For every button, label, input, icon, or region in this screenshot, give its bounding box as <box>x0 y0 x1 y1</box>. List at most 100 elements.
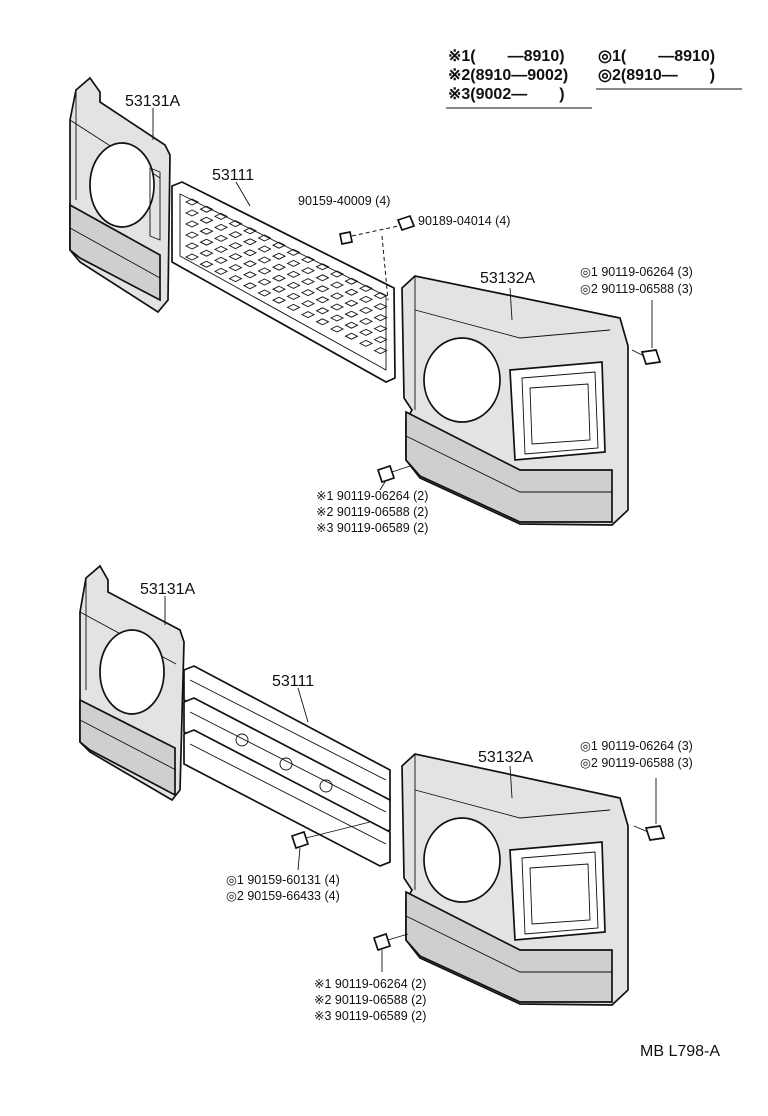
grille-mesh-cell <box>286 281 301 289</box>
label-grille-top: 53111 <box>212 167 254 184</box>
label-nut-a: 90189-04014 (4) <box>418 214 510 228</box>
grille-mesh-cell <box>358 317 374 325</box>
label-screw-right-2-top: ◎2 90119-06588 (3) <box>580 282 693 296</box>
screw-bottom-bottom <box>372 932 409 972</box>
grille-mesh-cell <box>286 259 301 267</box>
grille-mesh-cell <box>329 303 345 311</box>
left-headlamp-housing-top <box>69 76 171 314</box>
grille-mesh-cell <box>286 270 301 278</box>
grille-mesh-cell <box>199 216 214 224</box>
grille-mesh-cell <box>373 336 388 344</box>
label-bolt-1-bottom: ◎1 90159-60131 (4) <box>226 873 340 887</box>
grille-mesh-cell <box>344 332 359 340</box>
grille-mesh-cell <box>373 292 388 300</box>
grille-mesh-cell <box>257 278 272 286</box>
grille-mesh-cell <box>257 267 272 275</box>
grille-mesh-cell <box>373 325 388 333</box>
grille-mesh-cell <box>242 260 258 268</box>
label-screw-bottom-1-top: ※1 90119-06264 (2) <box>316 489 428 503</box>
label-screw-bottom-2-bottom: ※2 90119-06588 (2) <box>314 993 426 1007</box>
label-screw-bottom-2-top: ※2 90119-06588 (2) <box>316 505 428 519</box>
grille-mesh-cell <box>242 271 258 279</box>
grille-mesh-cell <box>286 303 301 311</box>
grille-mesh-cell <box>213 234 229 242</box>
grille-mesh-cell <box>344 310 359 318</box>
grille-mesh-cell <box>373 303 388 311</box>
grille-mesh-cell <box>300 256 316 264</box>
grille-mesh-cell <box>184 209 200 217</box>
grille-mesh-cell <box>213 267 229 275</box>
grille-mesh-cell <box>344 299 359 307</box>
grille-mesh-cell <box>358 306 374 314</box>
grille-mesh-cell <box>184 231 200 239</box>
grille-mesh-cell <box>257 289 272 297</box>
grille-slats-bottom <box>183 665 391 867</box>
grille-mesh-cell <box>358 284 374 292</box>
bolt-top-grille <box>338 225 399 301</box>
bolt-grille-bottom <box>290 821 371 871</box>
grille-mesh-cell <box>242 282 258 290</box>
leaders-top <box>152 108 513 321</box>
grille-mesh-cell <box>271 241 287 249</box>
grille-mesh-cell <box>228 231 243 239</box>
grille-mesh-cell <box>257 245 272 253</box>
label-screw-right-1-bottom: ◎1 90119-06264 (3) <box>580 739 693 753</box>
grille-mesh-cell <box>242 249 258 257</box>
grille-mesh-cell <box>373 314 388 322</box>
grille-mesh-cell <box>329 325 345 333</box>
grille-mesh-cell <box>271 274 287 282</box>
label-right-housing-bottom: 53132A <box>478 749 533 766</box>
label-grille-bottom: 53111 <box>272 673 314 690</box>
grille-mesh-cell <box>300 289 316 297</box>
grille-mesh-cell <box>358 295 374 303</box>
left-headlamp-housing-bottom <box>79 564 185 802</box>
grille-mesh-cell <box>213 245 229 253</box>
grille-mesh-cell <box>242 238 258 246</box>
label-bolt-2-bottom: ◎2 90159-66433 (4) <box>226 889 340 903</box>
grille-mesh-cell <box>213 256 229 264</box>
grille-mesh-cell <box>199 238 214 246</box>
label-screw-bottom-3-bottom: ※3 90119-06589 (2) <box>314 1009 426 1023</box>
grille-mesh-cell <box>329 270 345 278</box>
label-left-housing-bottom: 53131A <box>140 581 195 598</box>
grille-mesh-cell <box>315 263 330 271</box>
grille-mesh-cell <box>184 242 200 250</box>
grille-mesh-pattern-top <box>184 198 388 355</box>
grille-mesh-cell <box>228 264 243 272</box>
grille-mesh-cell <box>315 318 330 326</box>
grille-mesh-cell <box>199 249 214 257</box>
grille-mesh-cell <box>300 267 316 275</box>
grille-mesh-cell <box>271 296 287 304</box>
grille-mesh-cell <box>184 198 200 206</box>
grille-mesh-cell <box>213 223 229 231</box>
grille-mesh-cell <box>242 227 258 235</box>
grille-mesh-cell <box>271 285 287 293</box>
grille-mesh-cell <box>228 242 243 250</box>
label-screw-bottom-1-bottom: ※1 90119-06264 (2) <box>314 977 426 991</box>
label-left-housing-top: 53131A <box>125 93 180 110</box>
label-screw-right-2-bottom: ◎2 90119-06588 (3) <box>580 756 693 770</box>
drawing-code: MB L798-A <box>640 1043 720 1060</box>
grille-mesh-cell <box>373 347 388 355</box>
grille-mesh-top <box>171 181 396 383</box>
grille-mesh-cell <box>271 263 287 271</box>
nut-top-grille <box>396 214 416 232</box>
screw-bottom-top <box>376 464 411 491</box>
grille-mesh-cell <box>344 288 359 296</box>
screw-right-bottom <box>633 778 666 841</box>
label-screw-right-1-top: ◎1 90119-06264 (3) <box>580 265 693 279</box>
right-headlamp-housing-bottom <box>401 753 629 1006</box>
legend-circ-2: ◎2(8910— ) <box>598 67 715 84</box>
grille-mesh-cell <box>199 227 214 235</box>
grille-mesh-cell <box>344 321 359 329</box>
grille-mesh-cell <box>315 296 330 304</box>
grille-mesh-cell <box>329 314 345 322</box>
grille-mesh-cell <box>315 307 330 315</box>
label-screw-bottom-3-top: ※3 90119-06589 (2) <box>316 521 428 535</box>
grille-mesh-cell <box>271 252 287 260</box>
grille-mesh-cell <box>286 292 301 300</box>
grille-mesh-cell <box>213 212 229 220</box>
grille-mesh-cell <box>300 300 316 308</box>
grille-mesh-cell <box>257 256 272 264</box>
